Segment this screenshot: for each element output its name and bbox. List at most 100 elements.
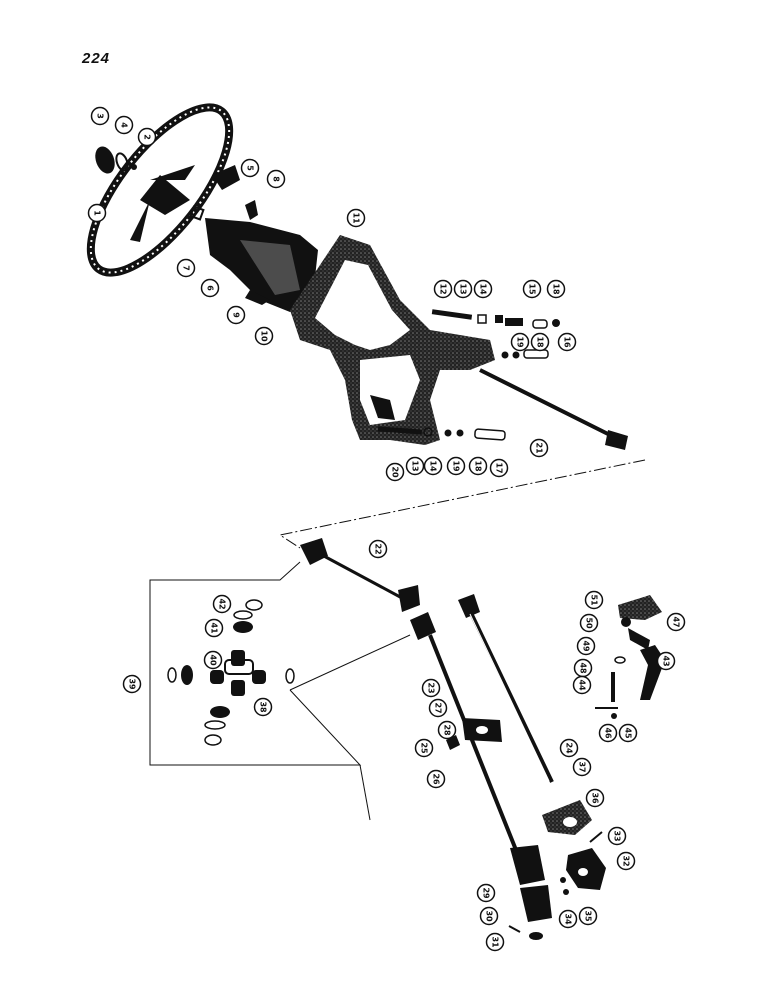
callout-circle (122, 674, 142, 694)
callout-circle (585, 788, 605, 808)
callout-c16: 16 (557, 332, 577, 352)
callout-number: 23 (427, 682, 436, 693)
callout-circle (453, 279, 473, 299)
callout-circle (485, 932, 505, 952)
callout-c2: 2 (137, 127, 157, 147)
callout-circle (203, 650, 223, 670)
callout-number: 31 (491, 936, 500, 948)
callout-circle (414, 738, 434, 758)
callout-c11: 11 (346, 208, 366, 228)
callout-c37: 37 (572, 757, 592, 777)
callout-c34: 34 (558, 909, 578, 929)
callout-circle (476, 883, 496, 903)
callout-c44: 44 (572, 675, 592, 695)
callout-number: 43 (662, 655, 671, 666)
callout-number: 51 (590, 594, 599, 606)
callout-number: 3 (96, 113, 105, 119)
callout-circle (473, 279, 493, 299)
callout-c15: 15 (522, 279, 542, 299)
callout-circle (176, 258, 196, 278)
callout-c29: 29 (476, 883, 496, 903)
callout-c7: 7 (176, 258, 196, 278)
callout-circle (226, 305, 246, 325)
callout-c25: 25 (414, 738, 434, 758)
callout-circle (240, 158, 260, 178)
callout-number: 45 (624, 727, 633, 739)
callout-c48: 48 (573, 658, 593, 678)
callout-number: 15 (528, 283, 537, 295)
callout-circle (559, 738, 579, 758)
callout-circle (421, 678, 441, 698)
callout-circle (656, 651, 676, 671)
callout-number: 34 (564, 913, 573, 925)
nut-and-cover (189, 165, 258, 221)
callout-circle (253, 697, 273, 717)
callout-circle (607, 826, 627, 846)
callout-c35: 35 (578, 906, 598, 926)
callout-circle (579, 613, 599, 633)
callout-number: 25 (420, 742, 429, 754)
callout-circle (572, 675, 592, 695)
callout-circle (428, 698, 448, 718)
callout-circle (572, 757, 592, 777)
callout-number: 29 (482, 887, 491, 899)
callout-number: 12 (439, 283, 448, 294)
callout-c5: 5 (240, 158, 260, 178)
callout-circle (558, 909, 578, 929)
callout-number: 1 (93, 210, 102, 216)
callout-circle (530, 332, 550, 352)
callout-c33: 33 (607, 826, 627, 846)
callout-circle (114, 115, 134, 135)
callout-number: 4 (120, 122, 129, 128)
callout-circle (405, 456, 425, 476)
callout-number: 17 (495, 462, 504, 473)
callout-number: 37 (578, 761, 587, 772)
callout-c9: 9 (226, 305, 246, 325)
callout-number: 46 (604, 727, 613, 739)
callout-circle (368, 539, 388, 559)
callout-circle (346, 208, 366, 228)
callout-c45: 45 (618, 723, 638, 743)
callout-number: 7 (182, 265, 191, 271)
callout-circle (584, 590, 604, 610)
connector-line (278, 459, 646, 549)
callout-c36: 36 (585, 788, 605, 808)
callout-number: 28 (443, 724, 452, 736)
callout-number: 10 (260, 330, 269, 342)
callout-circle (666, 612, 686, 632)
upper-shift-tube (300, 538, 420, 612)
callout-circle (266, 169, 286, 189)
callout-circle (90, 106, 110, 126)
callout-c17: 17 (489, 458, 509, 478)
callout-c3: 3 (90, 106, 110, 126)
callout-c24: 24 (559, 738, 579, 758)
callout-number: 19 (516, 336, 525, 348)
shift-lever-linkage (595, 595, 665, 719)
callout-number: 38 (259, 701, 268, 713)
callout-number: 26 (432, 773, 441, 785)
callout-circle (529, 438, 549, 458)
callout-c20: 20 (385, 462, 405, 482)
callout-circle (618, 723, 638, 743)
callout-number: 39 (128, 678, 137, 690)
callout-number: 16 (563, 336, 572, 348)
callout-c42: 42 (212, 594, 232, 614)
callout-c8: 8 (266, 169, 286, 189)
lower-bracket (542, 800, 606, 895)
callout-c39: 39 (122, 674, 142, 694)
steering-shafts (410, 594, 554, 940)
callout-number: 35 (584, 910, 593, 922)
callout-circle (479, 906, 499, 926)
callout-c14b: 14 (423, 456, 443, 476)
callout-c41: 41 (204, 618, 224, 638)
callout-number: 19 (452, 460, 461, 472)
callout-number: 18 (536, 336, 545, 348)
universal-joint-inset (149, 561, 411, 821)
callout-circle (557, 332, 577, 352)
callout-circle (204, 618, 224, 638)
callout-number: 11 (352, 212, 361, 224)
callout-c40: 40 (203, 650, 223, 670)
callout-c21: 21 (529, 438, 549, 458)
